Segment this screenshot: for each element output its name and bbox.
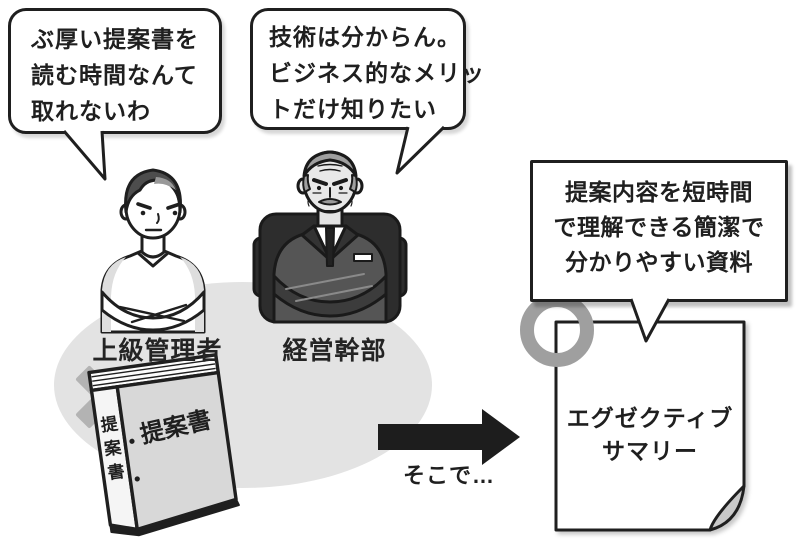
speech-bubble-manager: ぶ厚い提案書を 読む時間なんて 取れないわ xyxy=(8,8,222,134)
speech-bubble-tail xyxy=(629,298,671,343)
bubble-line: 取れないわ xyxy=(31,98,151,124)
paper-title-line: エグゼクティブ xyxy=(566,405,734,431)
executive-label: 経営幹部 xyxy=(282,337,387,365)
bubble-line: 読む時間なんて xyxy=(31,62,198,88)
solution-bubble: 提案内容を短時間 で理解できる簡潔で 分かりやすい資料 xyxy=(530,160,788,302)
book-spine-title-char: 提 xyxy=(100,414,120,435)
manager-label: 上級管理者 xyxy=(92,337,223,365)
bubble-line: ビジネス的なメリッ xyxy=(269,60,485,86)
bubble-line: ぶ厚い提案書を xyxy=(31,26,199,52)
manager-illustration xyxy=(100,168,206,334)
paper-fold-corner xyxy=(708,484,746,532)
arrow-caption: そこで… xyxy=(402,463,495,488)
book-spine-title-char: 書 xyxy=(106,461,126,483)
paper-title-line: サマリー xyxy=(602,438,698,464)
summary-paper-illustration xyxy=(554,320,746,532)
circle-mark-icon xyxy=(520,293,594,367)
bubble-line: 技術は分からん。 xyxy=(269,24,461,50)
speech-bubble-tail xyxy=(62,130,107,181)
bubble-line: 分かりやすい資料 xyxy=(565,249,753,275)
executive-illustration xyxy=(252,150,408,324)
bubble-line: で理解できる簡潔で xyxy=(553,214,765,240)
right-arrow-icon xyxy=(378,409,520,465)
bubble-line: トだけ知りたい xyxy=(269,96,437,122)
bubble-line: 提案内容を短時間 xyxy=(565,179,753,205)
speech-bubble-tail xyxy=(395,125,446,175)
speech-bubble-executive: 技術は分からん。 ビジネス的なメリッ トだけ知りたい xyxy=(250,8,485,130)
paper-title: エグゼクティブ サマリー xyxy=(556,402,744,468)
book-spine-title-char: 案 xyxy=(102,437,124,459)
proposal-book-illustration: 提案書 提 案 書 xyxy=(87,353,240,537)
